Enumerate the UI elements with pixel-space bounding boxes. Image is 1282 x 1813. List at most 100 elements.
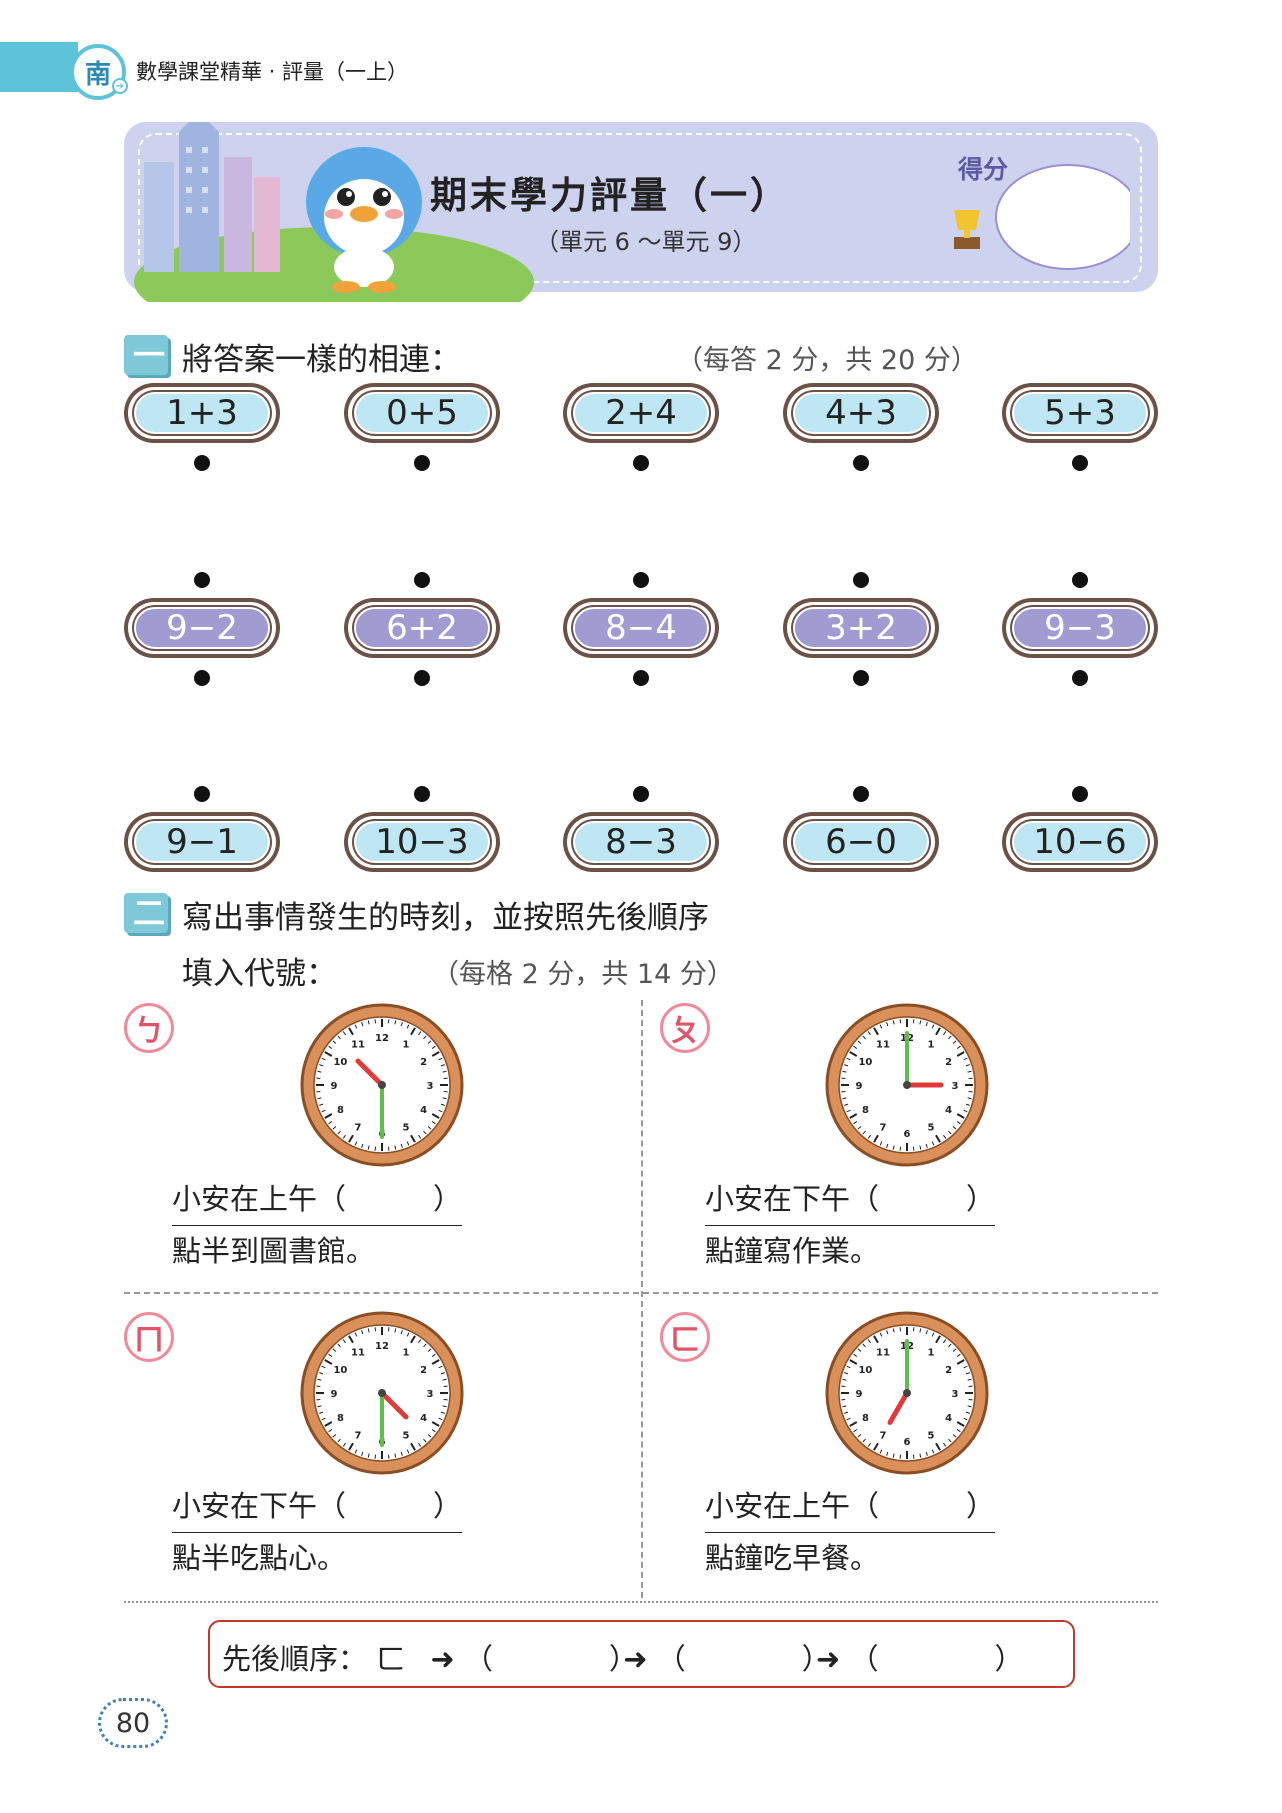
expression-text: 10−3 xyxy=(354,821,490,863)
svg-text:11: 11 xyxy=(351,1039,365,1050)
question-letter: ㄈ xyxy=(660,1312,710,1362)
expression-text: 4+3 xyxy=(793,392,929,434)
svg-text:12: 12 xyxy=(375,1341,389,1352)
connection-dot[interactable] xyxy=(194,786,210,802)
connection-dot[interactable] xyxy=(633,455,649,471)
question-text: 小安在下午（ ） xyxy=(172,1480,463,1533)
building xyxy=(224,157,252,272)
expression-text: 6+2 xyxy=(354,607,490,649)
order-first: ㄈ xyxy=(376,1642,406,1676)
order-blank[interactable]: （ ） xyxy=(656,1642,831,1676)
arrow-right-icon: ➜ xyxy=(430,1642,455,1676)
connection-dot[interactable] xyxy=(1072,786,1088,802)
connection-dot[interactable] xyxy=(414,572,430,588)
expression-card: 3+2 xyxy=(783,598,939,658)
svg-text:1: 1 xyxy=(403,1039,410,1050)
svg-text:11: 11 xyxy=(876,1347,890,1358)
question-letter: ㄇ xyxy=(124,1312,174,1362)
expression-card: 8−3 xyxy=(563,812,719,872)
expression-card: 9−2 xyxy=(124,598,280,658)
banner-illustration xyxy=(134,122,980,302)
connection-dot[interactable] xyxy=(1072,455,1088,471)
expression-card: 5+3 xyxy=(1002,383,1158,443)
section-badge-2 xyxy=(124,893,168,933)
question-text: 點鐘寫作業。 xyxy=(705,1234,880,1268)
svg-text:4: 4 xyxy=(945,1413,952,1424)
svg-text:7: 7 xyxy=(355,1431,362,1442)
question-text: 點半到圖書館。 xyxy=(172,1234,376,1268)
connection-dot[interactable] xyxy=(853,786,869,802)
arrow-right-icon: ➜ xyxy=(815,1642,841,1676)
svg-text:5: 5 xyxy=(928,1431,935,1442)
penguin-mascot xyxy=(306,147,422,293)
section-number: 一 xyxy=(133,336,166,374)
expression-card: 10−3 xyxy=(344,812,500,872)
order-blank[interactable]: （ ） xyxy=(849,1642,1024,1676)
svg-text:4: 4 xyxy=(945,1105,952,1116)
expression-text: 2+4 xyxy=(573,392,709,434)
section-number: 二 xyxy=(133,894,166,932)
svg-text:3: 3 xyxy=(952,1081,959,1092)
connection-dot[interactable] xyxy=(194,455,210,471)
svg-text:5: 5 xyxy=(928,1123,935,1134)
connection-dot[interactable] xyxy=(853,572,869,588)
divider-bottom xyxy=(124,1601,1158,1603)
svg-text:8: 8 xyxy=(862,1413,869,1424)
expression-card: 2+4 xyxy=(563,383,719,443)
connection-dot[interactable] xyxy=(194,572,210,588)
expression-text: 0+5 xyxy=(354,392,490,434)
svg-text:7: 7 xyxy=(880,1431,887,1442)
connection-dot[interactable] xyxy=(853,670,869,686)
question-letter: ㄆ xyxy=(660,1003,710,1053)
section2-note: （每格 2 分，共 14 分） xyxy=(432,959,734,990)
arrow-icon: ➔ xyxy=(112,78,128,94)
svg-text:7: 7 xyxy=(355,1123,362,1134)
divider-horizontal xyxy=(124,1292,1158,1294)
svg-text:3: 3 xyxy=(427,1389,434,1400)
expression-card: 4+3 xyxy=(783,383,939,443)
question-text: 小安在下午（ ） xyxy=(705,1173,996,1226)
trophy-icon xyxy=(954,210,980,249)
score-label: 得分 xyxy=(958,155,1009,184)
svg-text:3: 3 xyxy=(952,1389,959,1400)
section-badge-1 xyxy=(124,335,168,375)
question-text: 小安在上午（ ） xyxy=(705,1480,996,1533)
connection-dot[interactable] xyxy=(1072,670,1088,686)
connection-dot[interactable] xyxy=(414,670,430,686)
svg-text:9: 9 xyxy=(331,1389,338,1400)
expression-card: 10−6 xyxy=(1002,812,1158,872)
order-blank[interactable]: （ ） xyxy=(464,1642,639,1676)
connection-dot[interactable] xyxy=(633,572,649,588)
question-letter: ㄅ xyxy=(124,1003,174,1053)
connection-dot[interactable] xyxy=(853,455,869,471)
connection-dot[interactable] xyxy=(633,670,649,686)
page-number: 80 xyxy=(98,1698,168,1748)
analog-clock: 123456789101112 xyxy=(300,1311,464,1475)
expression-text: 10−6 xyxy=(1012,821,1148,863)
order-answer-row: 先後順序： ㄈ ➜ （ ） ➜ （ ） ➜ （ ） xyxy=(222,1636,1024,1678)
expression-text: 9−2 xyxy=(134,607,270,649)
connection-dot[interactable] xyxy=(633,786,649,802)
svg-text:4: 4 xyxy=(420,1105,427,1116)
building xyxy=(144,162,174,272)
section1-note: （每答 2 分，共 20 分） xyxy=(676,345,978,376)
svg-text:6: 6 xyxy=(904,1129,911,1140)
expression-card: 6+2 xyxy=(344,598,500,658)
order-answer-box xyxy=(208,1620,1075,1688)
svg-text:10: 10 xyxy=(858,1057,872,1068)
svg-text:5: 5 xyxy=(403,1123,410,1134)
connection-dot[interactable] xyxy=(414,455,430,471)
svg-text:10: 10 xyxy=(333,1057,347,1068)
svg-text:8: 8 xyxy=(337,1413,344,1424)
connection-dot[interactable] xyxy=(194,670,210,686)
connection-dot[interactable] xyxy=(414,786,430,802)
section2-instruction: 寫出事情發生的時刻，並按照先後順序 xyxy=(182,900,709,936)
expression-text: 8−4 xyxy=(573,607,709,649)
connection-dot[interactable] xyxy=(1072,572,1088,588)
order-label: 先後順序： xyxy=(222,1642,368,1676)
svg-text:5: 5 xyxy=(403,1431,410,1442)
analog-clock: 123456789101112 xyxy=(825,1003,989,1167)
expression-text: 6−0 xyxy=(793,821,929,863)
expression-text: 9−1 xyxy=(134,821,270,863)
banner-border xyxy=(138,133,1142,283)
